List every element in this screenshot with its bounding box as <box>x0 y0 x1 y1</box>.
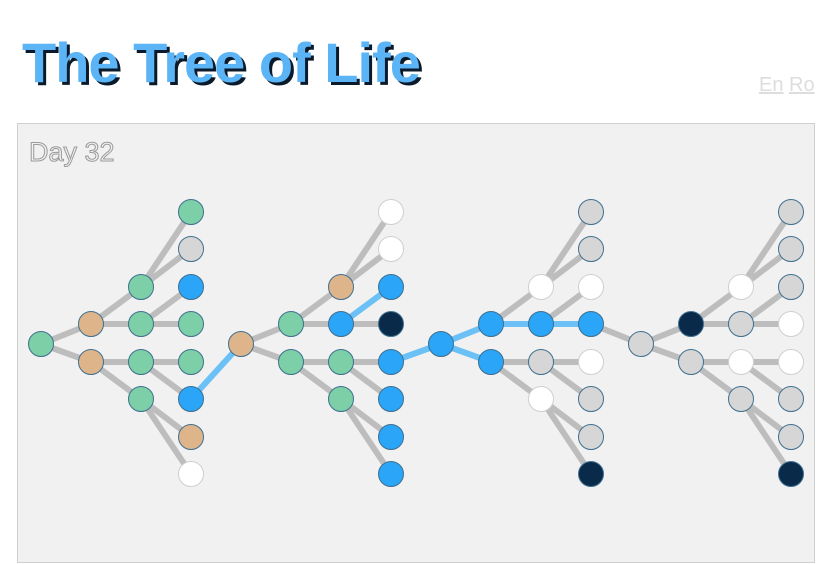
tree-node-leaf[interactable] <box>578 349 604 375</box>
tree-node-leaf[interactable] <box>778 461 804 487</box>
tree-node-leaf[interactable] <box>578 274 604 300</box>
tree-node-leaf[interactable] <box>178 349 204 375</box>
tree-node-leaf[interactable] <box>378 386 404 412</box>
tree-node[interactable] <box>678 311 704 337</box>
tree-node-leaf[interactable] <box>378 349 404 375</box>
tree-node-leaf[interactable] <box>578 236 604 262</box>
tree-node-leaf[interactable] <box>378 199 404 225</box>
tree-node[interactable] <box>728 386 754 412</box>
tree-node-leaf[interactable] <box>178 461 204 487</box>
tree-node-root[interactable] <box>28 331 54 357</box>
tree-node-leaf[interactable] <box>578 461 604 487</box>
tree-node-leaf[interactable] <box>178 274 204 300</box>
tree-node-leaf[interactable] <box>178 236 204 262</box>
tree-node[interactable] <box>728 274 754 300</box>
tree-node-leaf[interactable] <box>378 236 404 262</box>
tree-node-leaf[interactable] <box>578 311 604 337</box>
tree-node[interactable] <box>328 349 354 375</box>
game-board: Day 32 <box>17 123 815 563</box>
tree-node-leaf[interactable] <box>778 274 804 300</box>
tree-node-leaf[interactable] <box>178 199 204 225</box>
page-title: The Tree of Life <box>22 31 421 94</box>
edge <box>538 209 594 290</box>
tree-node-root[interactable] <box>428 331 454 357</box>
tree-node-leaf[interactable] <box>178 311 204 337</box>
tree-node-root[interactable] <box>628 331 654 357</box>
edge <box>138 396 194 477</box>
tree-node[interactable] <box>128 386 154 412</box>
tree-node-leaf[interactable] <box>778 386 804 412</box>
tree-node[interactable] <box>328 386 354 412</box>
tree-node-leaf[interactable] <box>778 311 804 337</box>
tree-node[interactable] <box>678 349 704 375</box>
tree-node[interactable] <box>278 349 304 375</box>
tree-node[interactable] <box>128 274 154 300</box>
edge <box>738 396 794 477</box>
language-link-en[interactable]: En <box>759 74 784 96</box>
tree-node-leaf[interactable] <box>578 424 604 450</box>
tree-node[interactable] <box>128 311 154 337</box>
tree-node-leaf[interactable] <box>178 386 204 412</box>
tree-node-leaf[interactable] <box>778 236 804 262</box>
tree-node[interactable] <box>478 349 504 375</box>
tree-graph <box>28 199 804 487</box>
tree-node[interactable] <box>78 349 104 375</box>
edge <box>338 209 394 290</box>
day-counter: Day 32 <box>29 137 116 168</box>
edge <box>138 209 194 290</box>
edge <box>738 209 794 290</box>
tree-node-leaf[interactable] <box>378 461 404 487</box>
tree-node-leaf[interactable] <box>378 274 404 300</box>
tree-node[interactable] <box>528 311 554 337</box>
tree-node[interactable] <box>728 311 754 337</box>
tree-node-leaf[interactable] <box>178 424 204 450</box>
tree-node-leaf[interactable] <box>378 424 404 450</box>
tree-node[interactable] <box>728 349 754 375</box>
tree-node-leaf[interactable] <box>778 199 804 225</box>
tree-node-leaf[interactable] <box>578 199 604 225</box>
edge <box>338 396 394 477</box>
tree-node[interactable] <box>528 349 554 375</box>
tree-node[interactable] <box>478 311 504 337</box>
tree-node-leaf[interactable] <box>578 386 604 412</box>
tree-node[interactable] <box>278 311 304 337</box>
tree-node-root[interactable] <box>228 331 254 357</box>
tree-node[interactable] <box>528 274 554 300</box>
language-link-ro[interactable]: Ro <box>789 74 815 96</box>
tree-node[interactable] <box>128 349 154 375</box>
tree-node-leaf[interactable] <box>378 311 404 337</box>
tree-node[interactable] <box>328 274 354 300</box>
tree-node-leaf[interactable] <box>778 424 804 450</box>
tree-node[interactable] <box>528 386 554 412</box>
edge <box>538 396 594 477</box>
tree-node-leaf[interactable] <box>778 349 804 375</box>
tree-node[interactable] <box>78 311 104 337</box>
tree-node[interactable] <box>328 311 354 337</box>
